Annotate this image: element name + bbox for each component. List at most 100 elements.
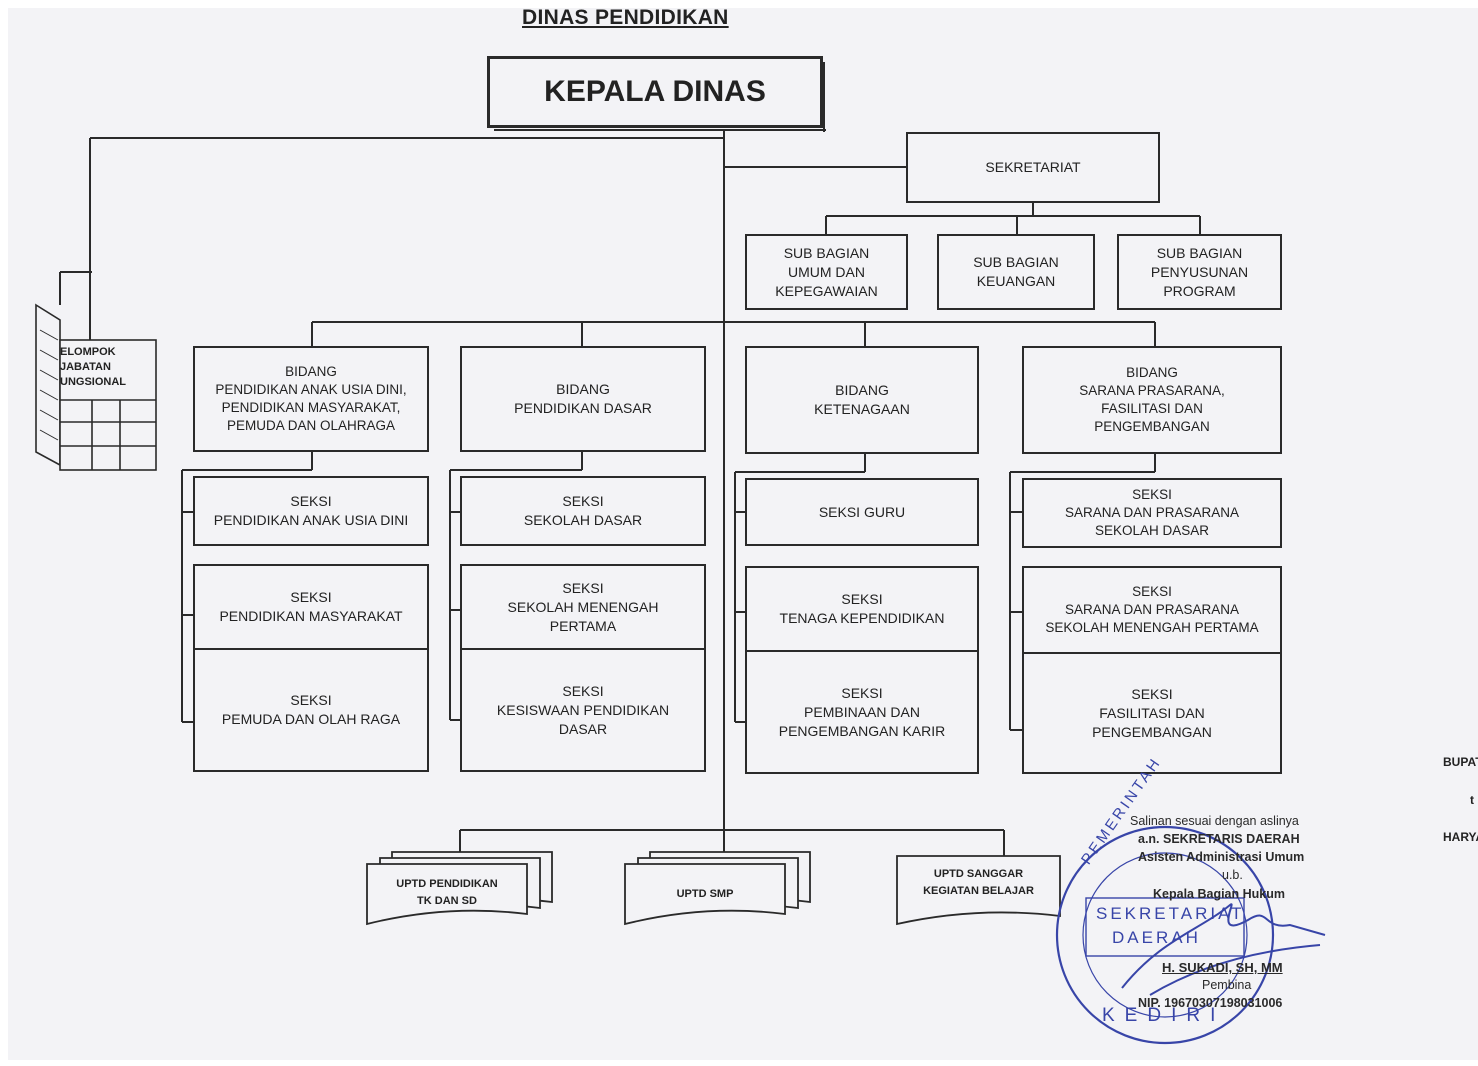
seksi-sarana-sd-box: SEKSI SARANA DAN PRASARANA SEKOLAH DASAR xyxy=(1022,478,1282,548)
sekretariat-label: SEKRETARIAT xyxy=(985,159,1081,175)
seksi-smp-line2: SEKOLAH MENENGAH xyxy=(507,598,659,615)
bidang-paud-line4: PEMUDA DAN OLAHRAGA xyxy=(226,418,396,433)
subbagian-umum-box: SUB BAGIAN UMUM DAN KEPEGAWAIAN xyxy=(745,234,908,310)
uptd-smp-line1: UPTD SMP xyxy=(676,888,734,900)
sekretariat-box: SEKRETARIAT xyxy=(906,132,1160,203)
seksi-pemuda-line2: PEMUDA DAN OLAH RAGA xyxy=(221,711,401,727)
seksi-sd-box: SEKSI SEKOLAH DASAR xyxy=(460,476,706,546)
seksi-sarana-smp-line2: SARANA DAN PRASARANA xyxy=(1064,602,1240,617)
kelompok-jabatan-fungsional-label: ELOMPOK JABATAN UNGSIONAL xyxy=(60,345,126,390)
stamp-mid2-text: DAERAH xyxy=(1112,928,1201,947)
cert-line1: Salinan sesuai dengan aslinya xyxy=(1130,814,1299,828)
seksi-fasilitasi-line3: PENGEMBANGAN xyxy=(1092,723,1212,740)
bupati-label: BUPATI xyxy=(1443,755,1478,769)
stamp-mid1-text: SEKRETARIAT xyxy=(1096,904,1245,923)
seksi-pemuda-line1: SEKSI xyxy=(290,692,332,708)
seksi-tenaga-line2: TENAGA KEPENDIDIKAN xyxy=(779,610,945,626)
seksi-guru-box: SEKSI GURU xyxy=(745,478,979,546)
seksi-sarana-sd-line2: SARANA DAN PRASARANA xyxy=(1064,505,1240,520)
subbagian-keuangan-box: SUB BAGIAN KEUANGAN xyxy=(937,234,1095,310)
seksi-tenaga-box: SEKSI TENAGA KEPENDIDIKAN xyxy=(745,566,979,652)
subbagian-umum-line3: KEPEGAWAIAN xyxy=(775,282,878,299)
subbagian-program-line1: SUB BAGIAN xyxy=(1156,244,1243,261)
seksi-fasilitasi-line1: SEKSI xyxy=(1131,685,1173,702)
uptd-skb-label: UPTD SANGGAR KEGIATAN BELAJAR xyxy=(897,866,1060,900)
seksi-masyarakat-line2: PENDIDIKAN MASYARAKAT xyxy=(219,608,403,624)
stamp-bottom-text: KEDIRI xyxy=(1102,1005,1226,1026)
cert-line2: a.n. SEKRETARIS DAERAH xyxy=(1138,832,1300,846)
seksi-paud-line1: SEKSI xyxy=(290,493,332,509)
seksi-kesiswaan-line2: KESISWAAN PENDIDIKAN xyxy=(496,701,670,718)
seksi-masyarakat-box: SEKSI PENDIDIKAN MASYARAKAT xyxy=(193,564,429,650)
seksi-sarana-smp-line1: SEKSI xyxy=(1132,584,1172,599)
cert-line3: Asisten Administrasi Umum xyxy=(1138,850,1305,864)
bidang-sarana-box: BIDANG SARANA PRASARANA, FASILITASI DAN … xyxy=(1022,346,1282,454)
uptd-tk-sd-label: UPTD PENDIDIKAN TK DAN SD xyxy=(367,876,527,910)
bidang-dasar-line2: PENDIDIKAN DASAR xyxy=(514,400,652,416)
bidang-dasar-line1: BIDANG xyxy=(556,381,610,397)
seksi-masyarakat-line1: SEKSI xyxy=(290,589,332,605)
subbagian-keuangan-line2: KEUANGAN xyxy=(976,273,1056,289)
bupati-name-label: HARYAN xyxy=(1443,830,1478,844)
bidang-paud-line2: PENDIDIKAN ANAK USIA DINI, xyxy=(215,382,407,397)
kepala-dinas-box: KEPALA DINAS xyxy=(487,56,823,128)
subbagian-program-box: SUB BAGIAN PENYUSUNAN PROGRAM xyxy=(1117,234,1282,310)
uptd-skb-line2: KEGIATAN BELAJAR xyxy=(923,885,1034,897)
bidang-paud-line1: BIDANG xyxy=(285,364,337,379)
kelompok-line1: ELOMPOK xyxy=(60,346,116,358)
bidang-sarana-line3: FASILITASI DAN xyxy=(1101,401,1203,416)
seksi-smp-box: SEKSI SEKOLAH MENENGAH PERTAMA xyxy=(460,564,706,650)
seksi-fasilitasi-line2: FASILITASI DAN xyxy=(1099,704,1205,721)
cert-line5: Kepala Bagian Hukum xyxy=(1153,887,1285,901)
seksi-sarana-smp-line3: SEKOLAH MENENGAH PERTAMA xyxy=(1045,620,1259,635)
seksi-sd-line2: SEKOLAH DASAR xyxy=(523,512,643,528)
cert-nip: NIP. 19670307198031006 xyxy=(1138,996,1283,1010)
seksi-paud-box: SEKSI PENDIDIKAN ANAK USIA DINI xyxy=(193,476,429,546)
seksi-guru-line1: SEKSI GURU xyxy=(818,503,906,520)
bidang-sarana-line2: SARANA PRASARANA, xyxy=(1079,383,1225,398)
uptd-tk-sd-line1: UPTD PENDIDIKAN xyxy=(396,878,498,890)
bidang-dasar-box: BIDANG PENDIDIKAN DASAR xyxy=(460,346,706,452)
uptd-skb-line1: UPTD SANGGAR xyxy=(933,868,1024,880)
page-title: DINAS PENDIDIKAN xyxy=(522,6,729,29)
bidang-ketenagaan-line1: BIDANG xyxy=(835,382,889,398)
seksi-sarana-sd-line3: SEKOLAH DASAR xyxy=(1094,523,1210,538)
subbagian-program-line3: PROGRAM xyxy=(1163,282,1236,299)
uptd-tk-sd-line2: TK DAN SD xyxy=(417,895,477,907)
cert-rank: Pembina xyxy=(1202,978,1252,992)
bidang-sarana-line1: BIDANG xyxy=(1126,365,1178,380)
seksi-fasilitasi-box: SEKSI FASILITASI DAN PENGEMBANGAN xyxy=(1022,654,1282,774)
uptd-smp-label: UPTD SMP xyxy=(625,886,785,903)
seksi-paud-line2: PENDIDIKAN ANAK USIA DINI xyxy=(213,512,409,528)
kepala-dinas-label: KEPALA DINAS xyxy=(544,75,766,108)
seksi-sarana-smp-box: SEKSI SARANA DAN PRASARANA SEKOLAH MENEN… xyxy=(1022,566,1282,654)
seksi-pembinaan-box: SEKSI PEMBINAAN DAN PENGEMBANGAN KARIR xyxy=(745,652,979,774)
subbagian-umum-line1: SUB BAGIAN xyxy=(783,244,870,261)
subbagian-umum-line2: UMUM DAN xyxy=(788,263,865,280)
seksi-pembinaan-line2: PEMBINAAN DAN xyxy=(804,703,920,720)
seksi-pembinaan-line3: PENGEMBANGAN KARIR xyxy=(778,722,946,739)
cert-line4: u.b. xyxy=(1222,868,1243,882)
seksi-tenaga-line1: SEKSI xyxy=(841,591,883,607)
kelompok-line3: UNGSIONAL xyxy=(60,376,126,388)
bidang-paud-box: BIDANG PENDIDIKAN ANAK USIA DINI, PENDID… xyxy=(193,346,429,452)
seksi-pembinaan-line1: SEKSI xyxy=(841,684,883,701)
seksi-kesiswaan-line1: SEKSI xyxy=(562,682,604,699)
seksi-pemuda-box: SEKSI PEMUDA DAN OLAH RAGA xyxy=(193,650,429,772)
seksi-sd-line1: SEKSI xyxy=(562,493,604,509)
bidang-sarana-line4: PENGEMBANGAN xyxy=(1094,419,1210,434)
bidang-ketenagaan-box: BIDANG KETENAGAAN xyxy=(745,346,979,454)
seksi-kesiswaan-box: SEKSI KESISWAAN PENDIDIKAN DASAR xyxy=(460,650,706,772)
seksi-sarana-sd-line1: SEKSI xyxy=(1132,487,1172,502)
bupati-line2: t xyxy=(1470,793,1474,807)
seksi-kesiswaan-line3: DASAR xyxy=(558,720,608,737)
subbagian-keuangan-line1: SUB BAGIAN xyxy=(973,254,1059,270)
seksi-smp-line3: PERTAMA xyxy=(549,617,617,634)
cert-name: H. SUKADI, SH, MM xyxy=(1162,960,1283,975)
seksi-smp-line1: SEKSI xyxy=(562,579,604,596)
bidang-paud-line3: PENDIDIKAN MASYARAKAT, xyxy=(221,400,401,415)
subbagian-program-line2: PENYUSUNAN xyxy=(1150,263,1249,280)
bidang-ketenagaan-line2: KETENAGAAN xyxy=(814,401,910,417)
kelompok-line2: JABATAN xyxy=(60,361,111,373)
